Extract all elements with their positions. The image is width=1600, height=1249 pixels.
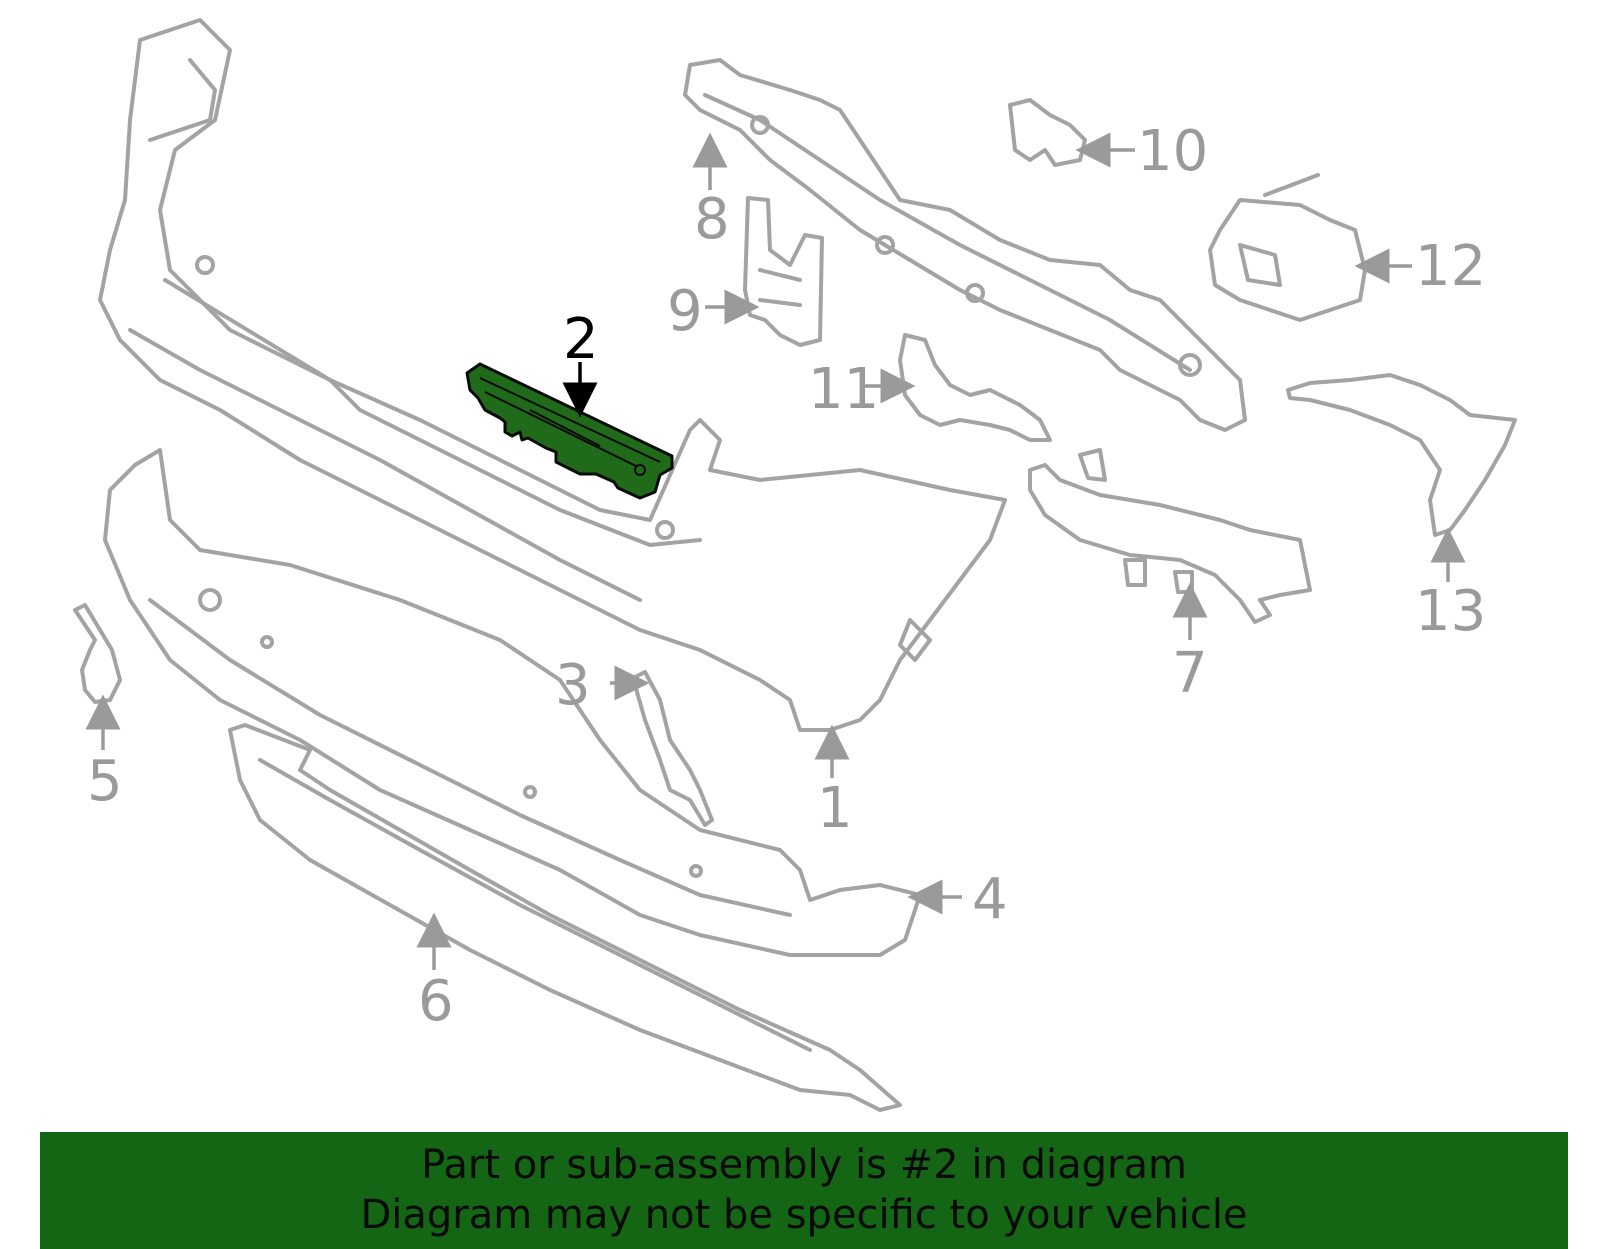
callout-9: 9 — [667, 279, 703, 344]
callout-12: 12 — [1415, 234, 1486, 299]
part-7-absorber[interactable] — [1028, 448, 1312, 624]
part-1-bumper-cover[interactable] — [98, 18, 1007, 732]
callout-6: 6 — [418, 969, 454, 1034]
callout-2: 2 — [563, 307, 599, 372]
callout-3: 3 — [555, 653, 591, 718]
part-3-side-bracket[interactable] — [631, 670, 714, 827]
part-6-lower-trim[interactable] — [228, 723, 902, 1112]
callout-8: 8 — [694, 187, 730, 252]
callout-11: 11 — [808, 357, 879, 422]
part-10-small-bracket[interactable] — [1008, 98, 1087, 167]
callout-7: 7 — [1172, 641, 1208, 706]
callout-10: 10 — [1137, 119, 1208, 184]
banner-line-2: Diagram may not be specific to your vehi… — [360, 1192, 1248, 1238]
part-12-tow-socket[interactable] — [1208, 173, 1367, 322]
part-9-plate-bracket[interactable] — [743, 196, 824, 347]
part-13-corner-bracket[interactable] — [1286, 373, 1517, 537]
part-8-reinforcement[interactable] — [683, 58, 1247, 432]
callout-13: 13 — [1415, 579, 1486, 644]
callout-5: 5 — [87, 749, 123, 814]
callout-4: 4 — [972, 867, 1008, 932]
info-banner: Part or sub-assembly is #2 in diagram Di… — [40, 1132, 1568, 1249]
part-4-lower-cover[interactable] — [103, 448, 922, 957]
banner-line-1: Part or sub-assembly is #2 in diagram — [421, 1142, 1187, 1188]
part-5-tow-cap[interactable] — [73, 603, 122, 704]
callout-1: 1 — [817, 776, 853, 841]
part-2-center-bracket[interactable] — [465, 362, 674, 500]
part-11-side-bracket[interactable] — [898, 333, 1052, 442]
